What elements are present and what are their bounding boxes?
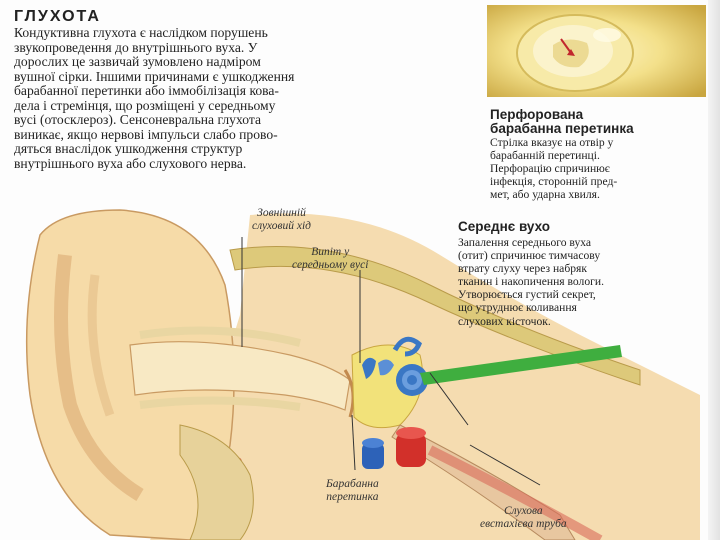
intro-line: Кондуктивна глухота є наслідком порушень: [14, 25, 268, 40]
label-line: евстахієва труба: [480, 518, 567, 530]
intro-line: барабанної перетинки або іммобілізація к…: [14, 83, 279, 98]
light-reflex: [593, 28, 621, 42]
perforation-title-line: барабанна перетинка: [490, 121, 634, 136]
mandible: [179, 424, 254, 540]
intro-line: дорослих це зазвичай зумовлено надміром: [14, 54, 261, 69]
muscle-band: [427, 445, 603, 540]
carotid-artery: [396, 427, 426, 467]
intro-paragraph: Кондуктивна глухота є наслідком порушень…: [14, 25, 479, 171]
auditory-nerve: [420, 345, 622, 385]
middle-ear-caption-line: втрату слуху через набряк: [458, 262, 587, 276]
middle-ear-caption-line: тканин і накопичення вологи.: [458, 275, 604, 289]
label-line: середньому вусі: [292, 259, 369, 271]
pointer-eardrum: [351, 414, 356, 471]
intro-line: вушної сірки. Іншими причинами є ушкодже…: [14, 68, 295, 84]
cochlea: [396, 364, 428, 396]
intro-line: звукопроведення до внутрішнього вуха. У: [14, 39, 258, 55]
ear-anatomy-diagram: [25, 209, 700, 540]
perforation-caption-line: Стрілка вказує на отвір у: [490, 136, 614, 149]
middle-ear-caption: Запалення середнього вуха (отит) спричин…: [458, 236, 698, 328]
auricle-inner-fold: [87, 274, 115, 417]
intro-line: дяться внаслідок ушкодження структур: [14, 141, 243, 156]
semicircular-canals: [392, 336, 422, 357]
canal-cartilage-top: [139, 326, 301, 347]
perforation-caption-line: барабанній перетинці.: [490, 149, 600, 162]
perforation-caption-line: інфекція, сторонній пред-: [490, 175, 618, 188]
label-line: слуховий хід: [252, 220, 311, 232]
middle-ear-caption-line: Утворюється густий секрет,: [458, 288, 596, 302]
label-effusion: Випіт у середньому вусі: [292, 246, 368, 272]
ear-canal: [129, 341, 351, 411]
middle-ear-title: Середнє вухо: [458, 219, 550, 234]
label-eardrum: Барабанна перетинка: [326, 478, 379, 504]
ossicle-malleus: [362, 357, 376, 379]
temporal-bone: [229, 246, 641, 386]
auricle-fold: [54, 254, 144, 502]
intro-line: вусі (отосклероз). Сенсоневральна глухот…: [14, 112, 261, 127]
label-line: Слухова: [503, 505, 543, 517]
page-edge-shadow: [708, 0, 720, 540]
middle-ear-caption-line: Запалення середнього вуха: [458, 236, 592, 249]
pointer-eustachian: [469, 444, 541, 486]
label-outer-canal: Зовнішній слуховий хід: [252, 207, 311, 233]
page-title: ГЛУХОТА: [14, 8, 101, 25]
label-eustachian: Слухова евстахієва труба: [480, 505, 567, 531]
label-line: перетинка: [326, 491, 379, 503]
pointer-middle-ear: [429, 372, 469, 426]
perforation-caption: Стрілка вказує на отвір у барабанній пер…: [490, 136, 712, 201]
ossicle-incus: [378, 359, 394, 376]
label-line: Випіт у: [311, 246, 350, 258]
perforation-caption-line: Перфорацію спричинює: [490, 162, 610, 175]
perforation-caption-line: мет, або ударна хвиля.: [490, 188, 600, 201]
middle-ear-caption-line: що утруднює коливання: [458, 301, 577, 315]
intro-line: внутрішнього вуха або слухового нерва.: [14, 155, 247, 171]
perforation-arrow-icon: [560, 38, 575, 56]
label-line: Зовнішній: [257, 207, 306, 219]
eardrum-photo: [487, 5, 706, 97]
intro-line: дела і стремінця, що розміщені у середнь…: [14, 97, 276, 113]
middle-ear-caption-line: (отит) спричинює тимчасову: [458, 249, 601, 263]
canal-cartilage-bottom: [139, 396, 301, 411]
jugular-vein: [362, 438, 384, 469]
perforation-title-line: Перфорована: [490, 107, 584, 122]
middle-ear-caption-line: слухових кісточок.: [458, 314, 551, 328]
label-line: Барабанна: [326, 478, 379, 490]
perforation-title: Перфорована барабанна перетинка: [490, 108, 710, 136]
intro-line: виникає, якщо нервові імпульси слабо про…: [14, 126, 278, 142]
